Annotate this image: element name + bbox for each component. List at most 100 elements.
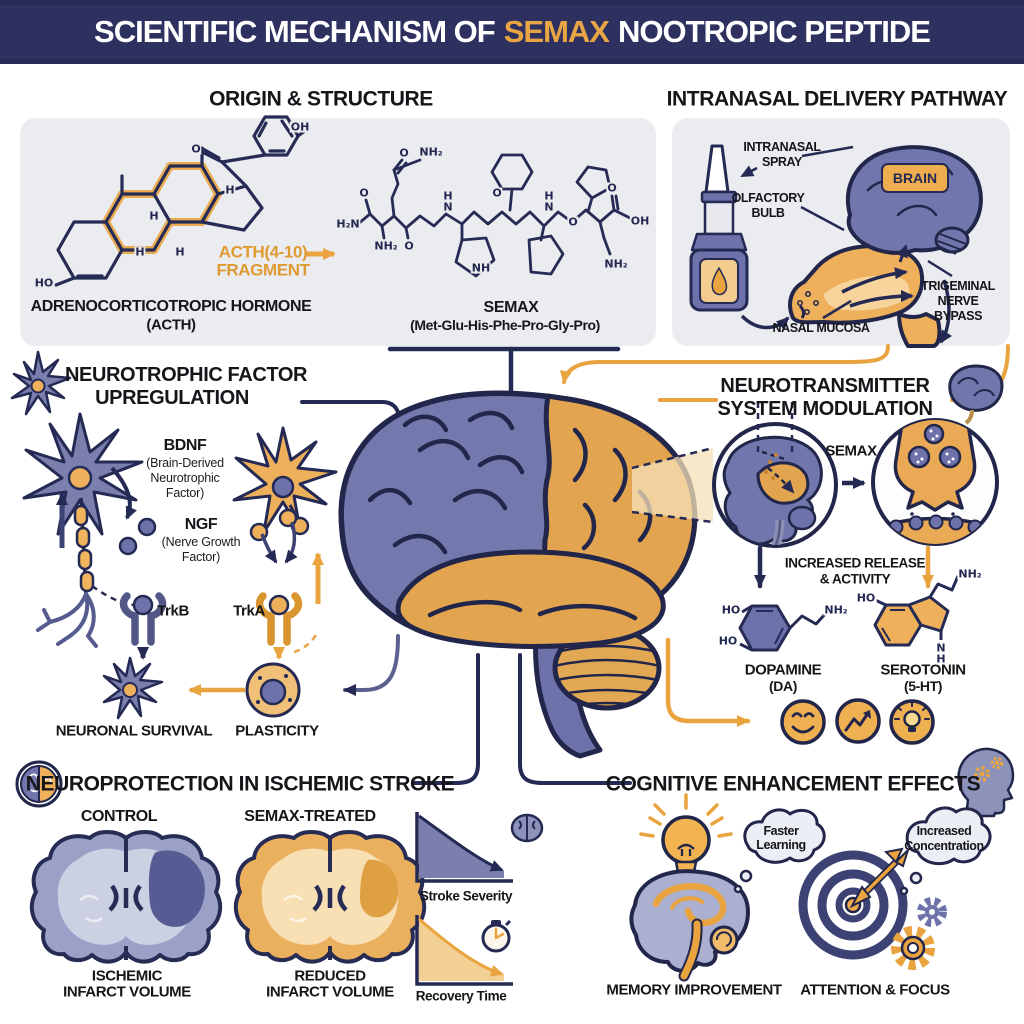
serotonin-abbr: (5-HT) bbox=[903, 678, 943, 694]
olfactory-label: BULB bbox=[751, 205, 785, 220]
semax-name: SEMAX bbox=[483, 299, 539, 316]
dopamine-structure bbox=[738, 604, 828, 652]
cognitive-illustration bbox=[629, 747, 1015, 982]
atom-label: H₂N bbox=[335, 217, 361, 231]
fragment-label: FRAGMENT bbox=[216, 260, 310, 280]
atom-label: OH bbox=[629, 214, 651, 228]
chart2-label: Recovery Time bbox=[415, 988, 507, 1004]
half-brain-icon bbox=[15, 760, 63, 808]
ngf-sublabel: (Nerve Growth bbox=[161, 534, 241, 549]
mini-brain-icon bbox=[510, 813, 544, 843]
plasticity-label: PLASTICITY bbox=[235, 722, 319, 740]
atom-label: H bbox=[134, 245, 146, 259]
acth-abbr: (ACTH) bbox=[146, 316, 196, 334]
atom-label: H bbox=[543, 189, 555, 203]
trigeminal-label: NERVE bbox=[937, 293, 979, 308]
attention-label: ATTENTION & FOCUS bbox=[800, 981, 950, 999]
memory-lightbulb-brain bbox=[629, 793, 750, 982]
neurotrophic-heading: NEUROTROPHIC FACTOR bbox=[64, 364, 308, 386]
lightbulb-icon bbox=[889, 699, 935, 745]
mucosa-label: NASAL MUCOSA bbox=[772, 320, 870, 335]
title-part1: SCIENTIFIC MECHANISM OF bbox=[94, 14, 496, 49]
central-brain-illustration bbox=[338, 390, 698, 759]
bdnf-sublabel: Neurotrophic bbox=[150, 470, 220, 485]
title-highlight: SEMAX bbox=[503, 14, 610, 49]
survival-label: NEURONAL SURVIVAL bbox=[55, 722, 213, 740]
gear-icon bbox=[891, 897, 947, 970]
control-label: CONTROL bbox=[80, 808, 158, 825]
control-caption: INFARCT VOLUME bbox=[63, 983, 191, 1001]
semax-sequence: (Met-Glu-His-Phe-Pro-Gly-Pro) bbox=[410, 317, 600, 333]
serotonin-structure bbox=[873, 575, 960, 647]
atom-label: NH₂ bbox=[373, 239, 399, 253]
neurotransmitter-heading: NEUROTRANSMITTER bbox=[720, 375, 930, 397]
atom-label: O bbox=[606, 181, 618, 195]
trkb-receptor bbox=[119, 592, 167, 646]
brain-badge: BRAIN bbox=[881, 163, 949, 193]
semax-synapse-label: SEMAX bbox=[825, 442, 877, 460]
bdnf-label: BDNF bbox=[163, 437, 207, 454]
atom-label: O bbox=[190, 142, 202, 156]
stroke-heading: NEUROPROTECTION IN ISCHEMIC STROKE bbox=[25, 772, 455, 796]
faster-learning-bubble: Learning bbox=[756, 837, 806, 852]
concentration-bubble: Concentration bbox=[904, 838, 984, 853]
growth-chart-icon bbox=[835, 698, 881, 744]
atom-label: H bbox=[935, 652, 947, 666]
thought-bubble-icon bbox=[733, 808, 826, 894]
atom-label: H bbox=[148, 209, 160, 223]
atom-label: H bbox=[224, 183, 236, 197]
olfactory-label: OLFACTORY bbox=[731, 190, 805, 205]
atom-label: O bbox=[403, 239, 415, 253]
treated-label: SEMAX-TREATED bbox=[244, 808, 376, 825]
cognitive-heading: COGNITIVE ENHANCEMENT EFFECTS bbox=[605, 772, 981, 796]
trigeminal-label: BYPASS bbox=[933, 308, 983, 323]
ngf-label: NGF bbox=[184, 516, 218, 533]
stroke-illustration bbox=[15, 760, 544, 986]
atom-label: N bbox=[935, 641, 947, 655]
treated-caption: INFARCT VOLUME bbox=[266, 983, 394, 1001]
fragment-label: ACTH(4-10) bbox=[218, 242, 308, 262]
control-caption: ISCHEMIC bbox=[91, 967, 163, 985]
title-part2: NOOTROPIC PEPTIDE bbox=[617, 14, 931, 49]
atom-label: HO bbox=[717, 634, 739, 648]
atom-label: NH bbox=[470, 261, 492, 275]
neurotrophic-heading: UPREGULATION bbox=[95, 387, 249, 409]
atom-label: H bbox=[174, 245, 186, 259]
atom-label: O bbox=[491, 186, 503, 200]
control-brain bbox=[29, 830, 223, 964]
bdnf-sublabel: (Brain-Derived bbox=[146, 455, 224, 470]
atom-label: N bbox=[543, 200, 555, 214]
section-connectors bbox=[300, 344, 1010, 785]
semax-structure bbox=[356, 153, 636, 278]
stroke-severity-chart bbox=[415, 812, 544, 883]
atom-label: NH₂ bbox=[957, 567, 983, 581]
memory-label: MEMORY IMPROVEMENT bbox=[606, 981, 782, 999]
trkb-label: TrkB bbox=[157, 602, 189, 620]
treated-caption: REDUCED bbox=[294, 967, 366, 985]
thought-bubble-icon bbox=[899, 806, 992, 896]
concentration-bubble: Increased bbox=[916, 823, 972, 838]
treated-brain bbox=[233, 830, 427, 964]
serotonin-label: SEROTONIN bbox=[880, 661, 966, 679]
trka-receptor bbox=[255, 592, 303, 646]
atom-label: N bbox=[442, 200, 454, 214]
atom-label: O bbox=[567, 215, 579, 229]
atom-label: HO bbox=[33, 276, 55, 290]
trigeminal-label: TRIGEMINAL bbox=[921, 278, 995, 293]
trka-label: TrkA bbox=[233, 602, 265, 620]
atom-label: O bbox=[398, 146, 410, 160]
acth-name: ADRENOCORTICOTROPIC HORMONE bbox=[30, 298, 312, 315]
release-label: & ACTIVITY bbox=[819, 571, 891, 587]
atom-label: OH bbox=[289, 120, 311, 134]
smiley-face-icon bbox=[780, 699, 826, 745]
atom-label: NH₂ bbox=[418, 145, 444, 159]
recovery-time-chart bbox=[415, 915, 513, 986]
neurotransmitter-illustration bbox=[631, 364, 1004, 745]
dopamine-abbr: (DA) bbox=[769, 678, 797, 694]
atom-label: HO bbox=[855, 591, 877, 605]
dopamine-label: DOPAMINE bbox=[744, 661, 822, 679]
spray-label: SPRAY bbox=[762, 154, 802, 169]
neuron-icon bbox=[10, 350, 72, 416]
